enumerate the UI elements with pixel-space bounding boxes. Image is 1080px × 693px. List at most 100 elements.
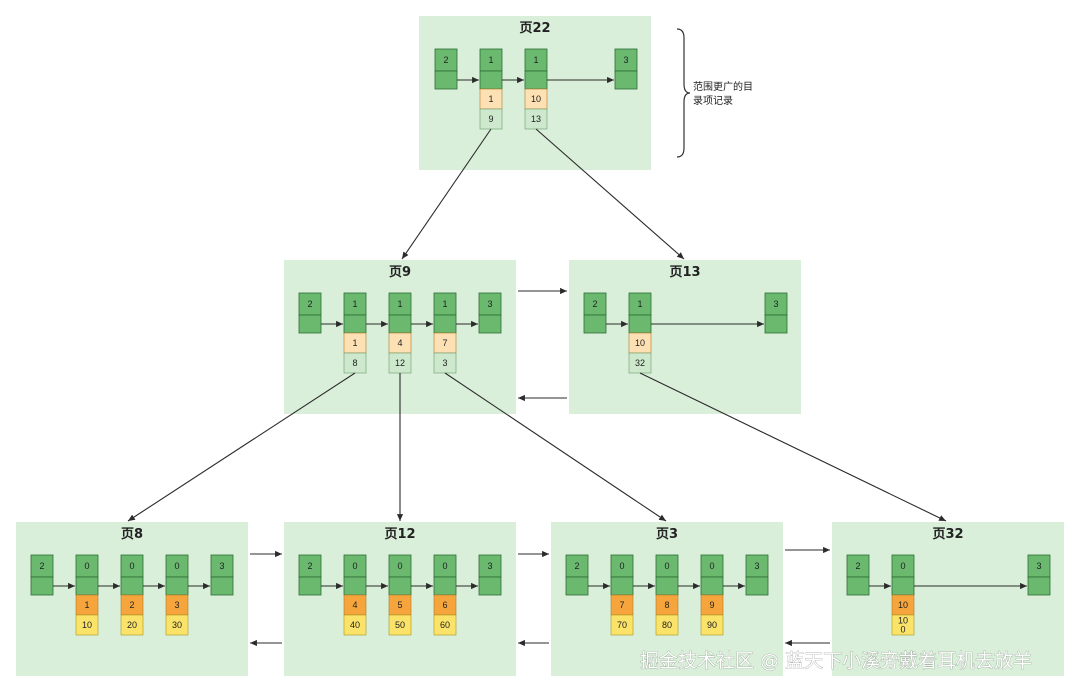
next-record-slot — [846, 576, 870, 596]
key-value: 9 — [709, 600, 714, 610]
child-pointer-arrow — [535, 128, 685, 260]
key-value: 2 — [129, 600, 134, 610]
value-cell — [388, 614, 412, 636]
value-text: 90 — [707, 620, 717, 630]
key-value: 1 — [352, 338, 357, 348]
next-record-slot — [75, 576, 99, 596]
record-type-label: 1 — [488, 55, 493, 65]
record-2: 2 — [565, 554, 589, 596]
record-type-label: 1 — [397, 299, 402, 309]
page-background — [569, 260, 801, 414]
next-record-slot — [628, 314, 652, 334]
key-value: 1 — [84, 600, 89, 610]
next-record-slot — [478, 314, 502, 334]
value-text: 80 — [662, 620, 672, 630]
record-0: 0 3 30 — [165, 554, 189, 636]
value-cell — [655, 614, 679, 636]
record-type-label: 0 — [397, 561, 402, 571]
child-pointer-arrow — [639, 372, 947, 522]
next-record-slot — [764, 314, 788, 334]
record-type-label: 3 — [754, 561, 759, 571]
next-record-slot — [433, 314, 457, 334]
value-cell — [610, 614, 634, 636]
key-value: 1 — [488, 94, 493, 104]
record-type-label: 2 — [307, 561, 312, 571]
record-1: 173 — [433, 292, 457, 374]
record-2: 2 — [583, 292, 607, 334]
child-pointer-arrow — [127, 372, 356, 522]
record-0: 0 1 10 — [75, 554, 99, 636]
child-page-number: 9 — [488, 114, 493, 124]
key-value: 6 — [442, 600, 447, 610]
record-type-label: 1 — [637, 299, 642, 309]
record-type-label: 0 — [84, 561, 89, 571]
next-record-slot — [388, 576, 412, 596]
next-record-slot — [524, 70, 548, 90]
next-record-slot — [30, 576, 54, 596]
value-text: 0 — [900, 625, 905, 635]
value-text: 70 — [617, 620, 627, 630]
value-text: 10 — [82, 620, 92, 630]
key-value: 10 — [635, 338, 645, 348]
page-title: 页12 — [384, 527, 415, 542]
next-record-slot — [1027, 576, 1051, 596]
key-value: 7 — [619, 600, 624, 610]
page-title: 页9 — [389, 265, 411, 280]
record-type-label: 0 — [174, 561, 179, 571]
record-type-label: 0 — [619, 561, 624, 571]
child-page-number: 8 — [352, 358, 357, 368]
record-1: 118 — [343, 292, 367, 374]
record-3: 3 — [764, 292, 788, 334]
record-type-label: 2 — [574, 561, 579, 571]
note-text-line2: 录项记录 — [693, 95, 733, 107]
record-3: 3 — [745, 554, 769, 596]
record-type-label: 1 — [442, 299, 447, 309]
next-record-slot — [343, 576, 367, 596]
page-title: 页3 — [656, 527, 678, 542]
value-text: 10 — [898, 616, 908, 626]
next-record-slot — [343, 314, 367, 334]
key-value: 4 — [352, 600, 357, 610]
child-page-number: 12 — [395, 358, 405, 368]
value-cell — [120, 614, 144, 636]
record-2: 2 — [30, 554, 54, 596]
value-text: 30 — [172, 620, 182, 630]
page-title: 页22 — [519, 21, 550, 36]
brace-icon — [676, 28, 691, 158]
record-type-label: 1 — [533, 55, 538, 65]
key-value: 5 — [397, 600, 402, 610]
key-value: 3 — [174, 600, 179, 610]
next-record-slot — [433, 576, 457, 596]
record-0: 0 7 70 — [610, 554, 634, 636]
next-record-slot — [745, 576, 769, 596]
value-text: 20 — [127, 620, 137, 630]
watermark: 掘金技术社区 @ 蓝天下小溪旁戴着耳机去放羊 — [640, 650, 1032, 672]
next-record-slot — [298, 314, 322, 334]
next-record-slot — [388, 314, 412, 334]
record-3: 3 — [1027, 554, 1051, 596]
next-record-slot — [655, 576, 679, 596]
value-cell — [700, 614, 724, 636]
record-3: 3 — [210, 554, 234, 596]
page-background — [832, 522, 1064, 676]
record-type-label: 2 — [307, 299, 312, 309]
record-2: 2 — [298, 292, 322, 334]
record-type-label: 2 — [855, 561, 860, 571]
record-type-label: 2 — [443, 55, 448, 65]
record-type-label: 0 — [442, 561, 447, 571]
record-2: 2 — [846, 554, 870, 596]
key-value: 8 — [664, 600, 669, 610]
note-text-line1: 范围更广的目 — [693, 80, 753, 93]
record-type-label: 3 — [773, 299, 778, 309]
next-record-slot — [210, 576, 234, 596]
